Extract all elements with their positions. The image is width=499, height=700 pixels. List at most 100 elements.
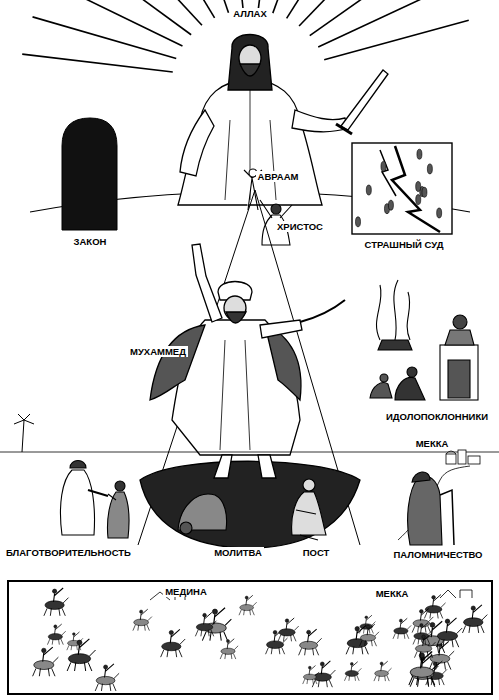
rider <box>420 609 428 621</box>
horse-rider <box>278 618 299 641</box>
rider-head <box>285 619 289 623</box>
horse-legs <box>47 631 65 644</box>
horse-legs <box>67 650 95 671</box>
horse-rider <box>220 639 238 659</box>
rider-head <box>245 596 248 599</box>
horse-body <box>414 633 429 640</box>
sun-ray <box>76 0 191 35</box>
sinner-figure <box>416 195 421 205</box>
rider-head <box>140 610 143 613</box>
horse-legs <box>360 632 380 646</box>
judgement-panel <box>352 143 452 234</box>
rider <box>246 595 253 605</box>
horse-rider <box>95 664 119 691</box>
horse-rider <box>410 655 438 687</box>
rider-head <box>54 625 57 628</box>
rider-head <box>445 619 449 623</box>
muhammad-figure <box>140 244 360 548</box>
battle-panel <box>8 581 492 694</box>
horse-legs <box>462 615 487 633</box>
horse-body <box>196 623 213 630</box>
horse-body <box>430 654 450 663</box>
figure-label: АЛЛАХ <box>231 8 269 19</box>
rider-head <box>365 616 368 619</box>
rider-head <box>350 662 353 665</box>
rider-head <box>212 609 217 614</box>
horse-rider <box>299 629 322 655</box>
horse-legs <box>409 663 439 685</box>
horse-body <box>303 674 316 680</box>
horse-rider <box>67 639 95 671</box>
figure-label: БЛАГОТВОРИТЕЛЬНОСТЬ <box>4 547 133 558</box>
rider <box>433 595 441 607</box>
rider-head <box>380 662 383 665</box>
horse-body <box>300 641 318 649</box>
horse-legs <box>95 673 119 691</box>
rider-head <box>72 633 75 636</box>
rider <box>366 615 372 624</box>
sinner-figure <box>422 187 427 197</box>
horse-body <box>394 628 408 634</box>
horse-legs <box>429 651 454 669</box>
palm-tree <box>14 414 34 452</box>
rider-head <box>399 619 402 622</box>
horse-rider <box>239 595 257 615</box>
figure-label: ЗАКОН <box>72 236 109 247</box>
figure-label: МЕККА <box>414 438 451 449</box>
rider <box>204 612 212 624</box>
rider-head <box>432 595 436 599</box>
horse-legs <box>220 646 238 659</box>
horse-body <box>134 619 149 626</box>
rider-head <box>308 666 311 669</box>
horse-rider <box>303 666 319 685</box>
sinner-figure <box>437 208 442 218</box>
sinner-figure <box>427 164 432 174</box>
horse-legs <box>344 668 361 680</box>
horse-body <box>410 667 433 677</box>
horse-legs <box>239 602 257 615</box>
pilgrim-figure <box>408 472 454 545</box>
horse-rider <box>424 595 445 619</box>
rider-head <box>169 630 173 634</box>
horse-legs <box>278 626 299 641</box>
rider <box>55 624 62 634</box>
rider-head <box>42 648 46 652</box>
sun-ray <box>318 0 451 47</box>
horse-rider <box>409 651 439 685</box>
horse-body <box>345 671 358 677</box>
horse-legs <box>33 657 59 676</box>
sinner-figure <box>356 217 361 227</box>
figure-label: МУХАММЕД <box>128 346 188 357</box>
law-tablet <box>62 118 117 230</box>
rider-head <box>420 623 423 626</box>
rider-head <box>430 622 435 627</box>
horse-body <box>34 661 54 670</box>
sinner-figure <box>417 149 422 159</box>
sun-ray <box>146 0 215 18</box>
rider <box>140 609 147 620</box>
rider-head <box>422 635 426 639</box>
rider-head <box>420 609 424 613</box>
horse-rider <box>412 609 433 633</box>
figure-label: ХРИСТОС <box>275 221 325 232</box>
rider-head <box>273 630 277 634</box>
horse-rider <box>374 661 392 681</box>
horse-rider <box>161 629 186 657</box>
horse-legs <box>414 642 435 657</box>
rider-head <box>320 662 324 666</box>
rider <box>400 618 407 628</box>
figure-label: МЕККА <box>374 588 411 599</box>
horse-rider <box>393 618 411 639</box>
horse-rider <box>133 609 152 630</box>
horse-rider <box>67 632 83 650</box>
rider-head <box>355 626 359 630</box>
horse-body <box>375 670 389 676</box>
horse-legs <box>44 598 69 616</box>
prayer-fasting-figures <box>178 479 326 540</box>
rider <box>423 634 431 646</box>
rider <box>381 661 388 671</box>
rider-head <box>226 640 229 643</box>
horse-rider <box>462 605 487 633</box>
